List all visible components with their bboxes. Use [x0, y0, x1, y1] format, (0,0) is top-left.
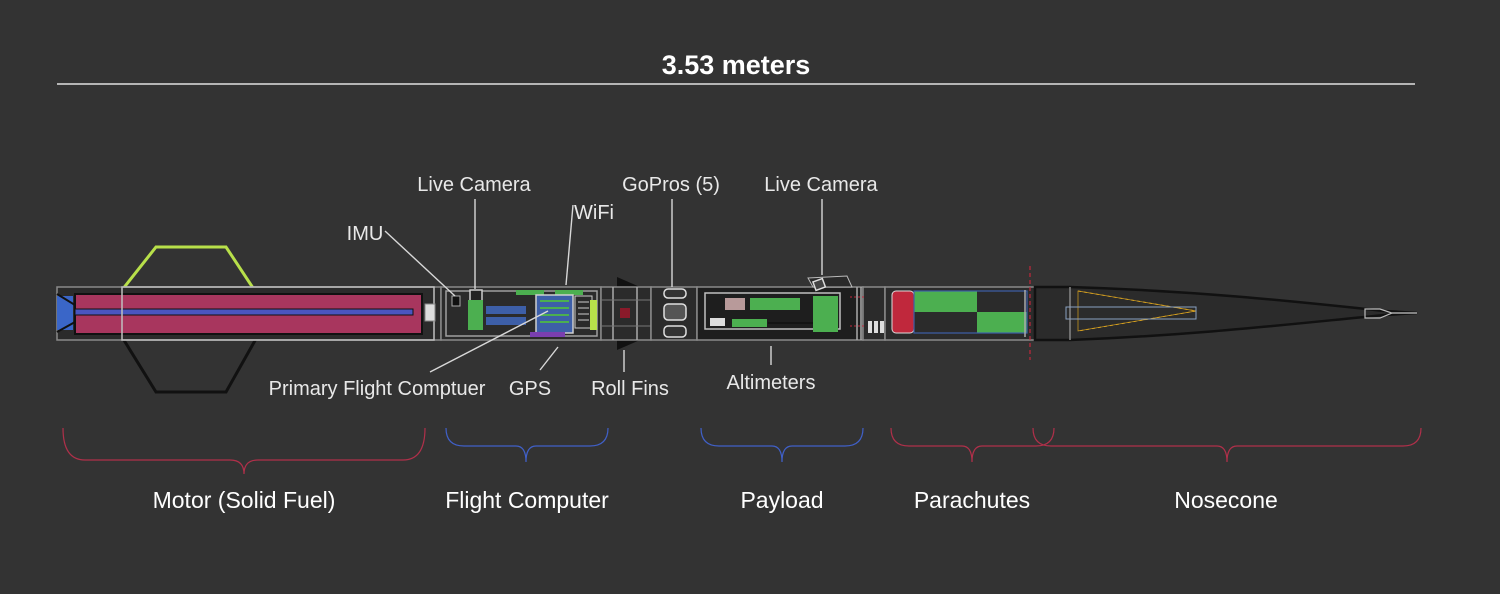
- label-live-camera-fc: Live Camera: [417, 174, 531, 196]
- label-altimeters: Altimeters: [727, 372, 816, 394]
- label-primary-flight-computer: Primary Flight Comptuer: [269, 378, 486, 400]
- brace-flight-computer: [445, 427, 609, 463]
- motor-igniter: [424, 303, 436, 322]
- payload-section: [696, 275, 864, 341]
- payload-live-camera: [811, 277, 827, 292]
- label-live-camera-payload: Live Camera: [764, 174, 878, 196]
- label-roll-fins: Roll Fins: [591, 378, 669, 400]
- payload-sensor: [725, 298, 745, 310]
- flight-computer-section: [440, 286, 602, 341]
- section-braces: [62, 427, 1422, 475]
- section-label-nosecone: Nosecone: [1174, 487, 1278, 513]
- motor-section: [56, 286, 442, 341]
- main-parachute-a: [914, 291, 977, 312]
- section-label-parachutes: Parachutes: [914, 487, 1030, 513]
- payload-board: [750, 298, 800, 310]
- nozzle: [57, 296, 73, 330]
- roll-servo: [620, 308, 630, 318]
- nosecone: [1033, 285, 1418, 342]
- brace-nosecone: [1032, 427, 1422, 463]
- roll-fin-section: [600, 277, 652, 350]
- fc-board-b: [486, 306, 526, 314]
- brace-parachutes: [890, 427, 1055, 463]
- brace-payload: [700, 427, 864, 463]
- gopro-camera-2: [663, 303, 687, 321]
- section-label-motor: Motor (Solid Fuel): [153, 487, 336, 513]
- gopro-camera-1: [663, 288, 687, 299]
- fc-board-a: [468, 300, 483, 330]
- rocket-diagram: [56, 245, 1418, 394]
- wifi-module: [555, 290, 583, 295]
- nosecone-shell: [1033, 285, 1418, 342]
- fuel-core: [74, 308, 414, 316]
- section-label-payload: Payload: [740, 487, 823, 513]
- brace-motor: [62, 427, 426, 475]
- roll-fin-top: [617, 277, 640, 287]
- upper-fin: [120, 245, 259, 295]
- gps-module: [530, 332, 565, 337]
- drogue-parachute: [891, 290, 915, 334]
- label-wifi: WiFi: [574, 202, 614, 224]
- battery-pack: [574, 295, 593, 329]
- section-label-flight-computer: Flight Computer: [445, 487, 609, 513]
- lower-fin: [120, 336, 259, 394]
- roll-fin-bottom: [617, 340, 640, 350]
- gopro-camera-3: [663, 325, 687, 338]
- main-parachute-b: [977, 312, 1027, 333]
- length-title: 3.53 meters: [662, 50, 811, 80]
- callout-leaders: [384, 199, 823, 373]
- altimeter-board: [732, 319, 767, 327]
- label-gps: GPS: [509, 378, 551, 400]
- gopro-bay: [650, 286, 698, 341]
- label-gopros: GoPros (5): [622, 174, 720, 196]
- imu-chip: [451, 295, 461, 307]
- payload-battery: [813, 296, 838, 332]
- label-imu: IMU: [347, 223, 384, 245]
- nose-tip: [1364, 308, 1394, 319]
